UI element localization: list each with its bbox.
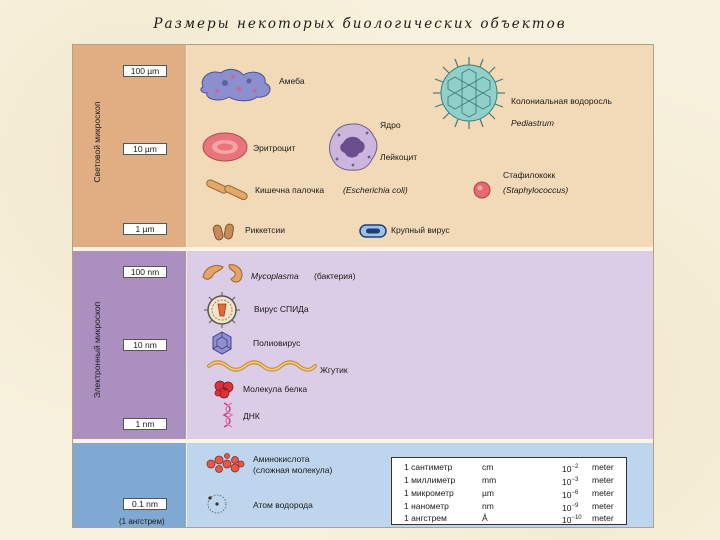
electron-microscope-area (187, 251, 653, 439)
dna-label: ДНК (243, 411, 260, 421)
protein-label: Молекула белка (243, 384, 308, 394)
colonial-alga-label: Колониальная водоросль (511, 96, 612, 106)
pediastrum-label: Pediastrum (511, 118, 554, 128)
scale-mark: 1 nm (123, 418, 167, 430)
hiv-virus-icon (203, 291, 241, 329)
staphylococcus-latin-label: (Staphylococcus) (503, 185, 569, 195)
unit-abbr: nm (482, 501, 494, 511)
unit-name: 1 нанометр (404, 501, 449, 511)
amino-acid-note: (сложная молекула) (253, 465, 333, 475)
unit-name: 1 микрометр (404, 488, 454, 498)
unit-name: 1 миллиметр (404, 475, 456, 485)
unit-meter: meter (592, 488, 614, 498)
staphylococcus-label: Стафилококк (503, 170, 556, 180)
rickettsia-label: Риккетсии (245, 225, 285, 235)
erythrocyte-icon (201, 131, 249, 163)
unit-meter: meter (592, 462, 614, 472)
mycoplasma-label: Mycoplasma (251, 271, 299, 281)
unit-meter: meter (592, 501, 614, 511)
amino-acid-label: Аминокислота (253, 454, 310, 464)
hiv-label: Вирус СПИДа (254, 304, 309, 314)
scale-mark: 0.1 nm (123, 498, 167, 510)
poliovirus-icon (210, 331, 234, 355)
protein-icon (212, 378, 236, 400)
units-row: 1 микрометр µm 10−6 meter (392, 487, 626, 500)
unit-abbr: mm (482, 475, 497, 485)
scale-mark: 10 nm (123, 339, 167, 351)
unit-abbr: Å (482, 513, 488, 523)
unit-power: 10−10 (562, 515, 582, 525)
band-divider (73, 247, 653, 251)
e-coli-icon (204, 177, 250, 203)
large-virus-label: Крупный вирус (391, 225, 450, 235)
unit-power: 10−3 (562, 477, 579, 487)
erythrocyte-label: Эритроцит (253, 143, 296, 153)
dna-icon (222, 401, 234, 429)
unit-meter: meter (592, 475, 614, 485)
mycoplasma-icon (199, 259, 247, 287)
page-title: Размеры некоторых биологических объектов (153, 16, 567, 32)
atomic-strip (73, 443, 186, 527)
amoeba-label: Амеба (279, 76, 305, 86)
amino-acid-icon (205, 453, 245, 475)
units-row: 1 нанометр nm 10−9 meter (392, 500, 626, 513)
leukocyte-label: Лейкоцит (380, 152, 418, 162)
pediastrum-icon (431, 55, 507, 131)
scale-mark: 100 nm (123, 266, 167, 278)
flagellum-label: Жгутик (320, 365, 348, 375)
unit-power: 10−2 (562, 464, 579, 474)
staphylococcus-icon (472, 180, 492, 200)
units-row: 1 миллиметр mm 10−3 meter (392, 474, 626, 487)
electron-microscope-label: Электронный микроскоп (92, 301, 102, 399)
scale-mark: 10 µm (123, 143, 167, 155)
units-table: 1 сантиметр cm 10−2 meter 1 миллиметр mm… (391, 457, 627, 525)
e-coli-latin-label: (Escherichia coli) (343, 185, 408, 195)
large-virus-icon (359, 224, 387, 238)
rickettsia-icon (212, 221, 238, 243)
unit-power: 10−6 (562, 490, 579, 500)
band-divider (73, 439, 653, 443)
scale-mark: 1 µm (123, 223, 167, 235)
size-scale-diagram: Световой микроскоп Электронный микроскоп… (72, 44, 654, 528)
amoeba-icon (197, 65, 277, 105)
unit-abbr: cm (482, 462, 494, 472)
scale-mark: 100 µm (123, 65, 167, 77)
hydrogen-atom-icon (206, 493, 228, 515)
units-row: 1 ангстрем Å 10−10 meter (392, 512, 626, 525)
hydrogen-label: Атом водорода (253, 500, 313, 510)
flagellum-icon (207, 360, 317, 372)
unit-meter: meter (592, 513, 614, 523)
unit-abbr: µm (482, 488, 494, 498)
unit-name: 1 ангстрем (404, 513, 447, 523)
nucleus-label: Ядро (380, 120, 401, 130)
e-coli-label: Кишечна палочка (255, 185, 325, 195)
mycoplasma-note: (бактерия) (314, 271, 356, 281)
units-row: 1 сантиметр cm 10−2 meter (392, 461, 626, 474)
unit-name: 1 сантиметр (404, 462, 453, 472)
unit-power: 10−9 (562, 503, 579, 513)
scale-note: (1 ангстрем) (119, 517, 165, 526)
poliovirus-label: Полиовирус (253, 338, 301, 348)
light-microscope-label: Световой микроскоп (92, 101, 102, 183)
leukocyte-icon (327, 121, 379, 173)
